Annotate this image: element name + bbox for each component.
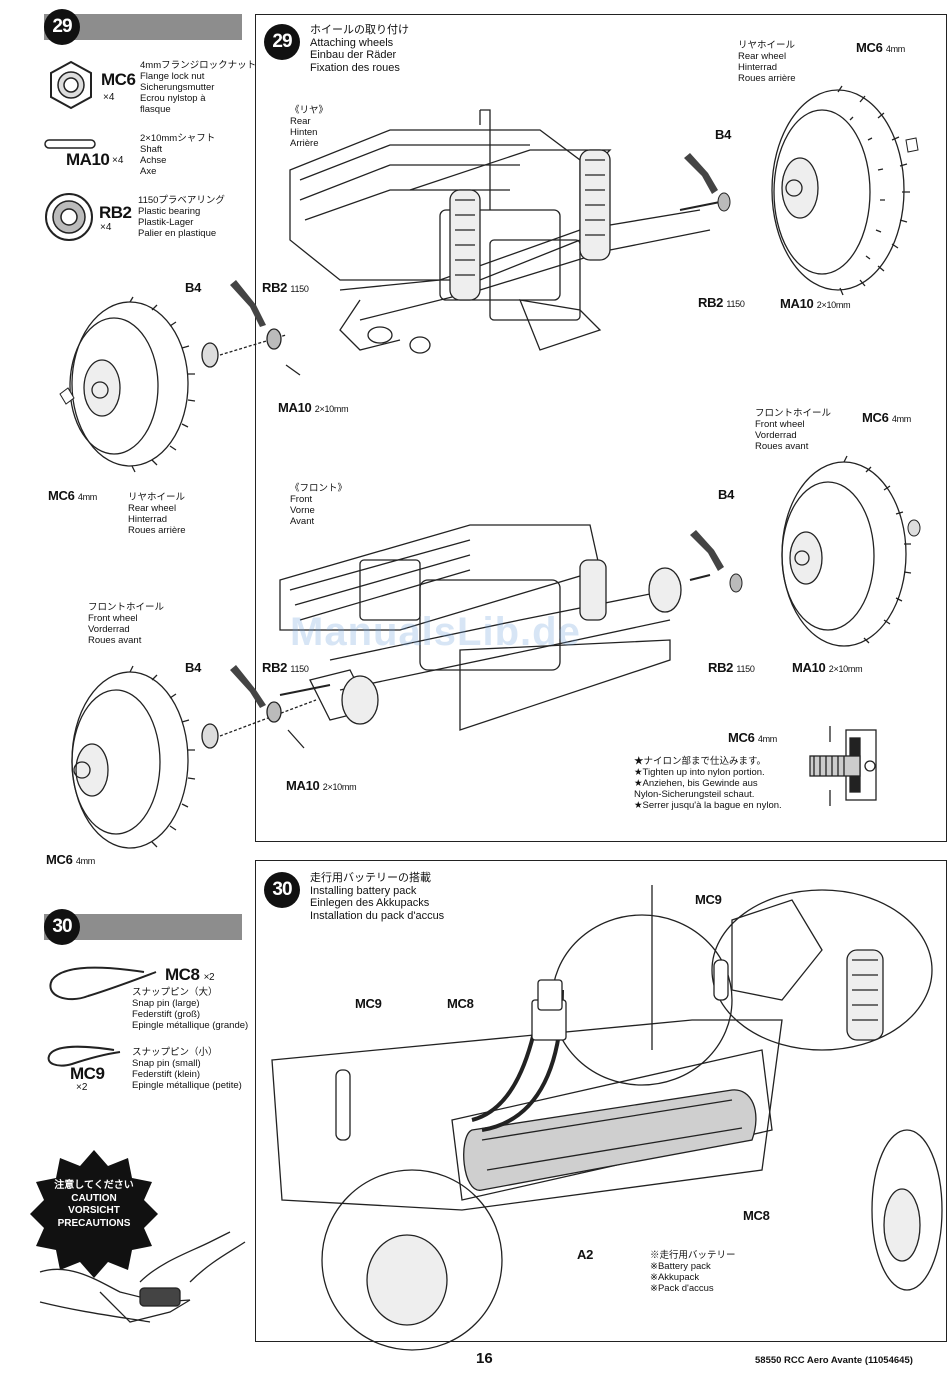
label-a2: A2 bbox=[577, 1247, 594, 1262]
step30-title: 走行用バッテリーの搭載 Installing battery pack Einl… bbox=[310, 872, 445, 922]
rear-section-label: 《リヤ》 Rear Hinten Arrière bbox=[290, 105, 329, 149]
label-mc6-front-left: MC6 4mm bbox=[46, 852, 95, 867]
part-desc-mc6: 4mmフランジロックナット Flange lock nut Sicherungs… bbox=[140, 60, 257, 115]
step29-title: ホイールの取り付け Attaching wheels Einbau der Rä… bbox=[310, 24, 409, 74]
caution-hands-drawing bbox=[39, 1231, 246, 1323]
snap-pin-large-icon bbox=[49, 966, 157, 1001]
step30-parts-number: 30 bbox=[44, 909, 80, 945]
label-ma10-rear-right: MA10 2×10mm bbox=[780, 296, 851, 311]
rear-wheel-left-label: リヤホイール Rear wheel Hinterrad Roues arrièr… bbox=[128, 492, 186, 536]
nylon-tighten-note: ★ナイロン部まで仕込みます。 ★Tighten up into nylon po… bbox=[634, 756, 782, 811]
part-desc-ma10: 2×10mmシャフト Shaft Achse Axe bbox=[140, 133, 216, 177]
footer-model: 58550 RCC Aero Avante (11054645) bbox=[755, 1355, 913, 1366]
label-b4-rear-left: B4 bbox=[185, 280, 202, 295]
part-code-mc8: MC8 ×2 bbox=[165, 965, 215, 984]
snap-pin-small-icon bbox=[47, 1045, 121, 1067]
label-ma10-front-right: MA10 2×10mm bbox=[792, 660, 863, 675]
battery-pack-label: ※走行用バッテリー ※Battery pack ※Akkupack ※Pack … bbox=[650, 1250, 736, 1294]
front-wheel-right-label: フロントホイール Front wheel Vorderrad Roues ava… bbox=[755, 408, 832, 452]
flange-lock-nut-icon bbox=[50, 60, 92, 110]
part-qty-rb2: ×4 bbox=[100, 222, 112, 233]
label-rb2-rear-left: RB2 1150 bbox=[262, 280, 309, 295]
rear-wheel-right-drawing bbox=[771, 85, 919, 296]
label-mc9-rear: MC9 bbox=[695, 892, 722, 907]
nylon-nut-detail-icon bbox=[809, 726, 877, 806]
label-mc6-rear-left: MC6 4mm bbox=[48, 488, 97, 503]
front-left-bearing-shaft bbox=[201, 665, 317, 749]
rear-wheel-left-drawing bbox=[59, 296, 196, 473]
label-b4-rear-right: B4 bbox=[715, 127, 732, 142]
part-code-ma10: MA10 bbox=[66, 150, 110, 169]
label-mc8-rear: MC8 bbox=[743, 1208, 770, 1223]
part-desc-mc9: スナップピン（小） Snap pin (small) Federstift (k… bbox=[132, 1047, 242, 1091]
part-code-mc9: MC9 bbox=[70, 1064, 105, 1083]
label-ma10-front-left: MA10 2×10mm bbox=[286, 778, 357, 793]
part-qty-ma10: ×4 bbox=[112, 155, 124, 166]
rear-left-bearing-shaft bbox=[201, 280, 301, 376]
front-wheel-left-drawing bbox=[71, 665, 196, 849]
label-rb2-rear-right: RB2 1150 bbox=[698, 295, 745, 310]
label-mc6-rear-right: MC6 4mm bbox=[856, 40, 905, 55]
shaft-icon bbox=[44, 139, 96, 149]
page-number: 16 bbox=[476, 1350, 493, 1367]
front-right-driver bbox=[690, 530, 743, 593]
rear-chassis-drawing bbox=[289, 109, 721, 354]
caution-badge-icon bbox=[30, 1150, 158, 1278]
label-b4-front-left: B4 bbox=[185, 660, 202, 675]
front-wheel-right-drawing bbox=[781, 455, 921, 647]
caution-text: 注意してください CAUTION VORSICHT PRECAUTIONS bbox=[54, 1180, 134, 1229]
battery-install-drawing bbox=[271, 885, 943, 1351]
part-qty-mc9: ×2 bbox=[76, 1082, 88, 1093]
step29-parts-number: 29 bbox=[44, 9, 80, 45]
part-code-rb2: RB2 bbox=[99, 203, 132, 222]
rear-right-driver bbox=[684, 153, 731, 212]
part-code-mc6: MC6 bbox=[101, 70, 136, 89]
part-desc-rb2: 1150プラベアリング Plastic bearing Plastik-Lage… bbox=[138, 195, 225, 239]
watermark: ManualsLib.de bbox=[290, 610, 581, 654]
label-mc6-front-right: MC6 4mm bbox=[862, 410, 911, 425]
part-desc-mc8: スナップピン（大） Snap pin (large) Federstift (g… bbox=[132, 987, 249, 1031]
label-mc9-front: MC9 bbox=[355, 996, 382, 1011]
part-qty-mc6: ×4 bbox=[103, 92, 115, 103]
front-wheel-left-label: フロントホイール Front wheel Vorderrad Roues ava… bbox=[88, 602, 165, 646]
label-rb2-front-right: RB2 1150 bbox=[708, 660, 755, 675]
label-rb2-front-left: RB2 1150 bbox=[262, 660, 309, 675]
front-section-label: 《フロント》 Front Vorne Avant bbox=[290, 483, 348, 527]
plastic-bearing-icon bbox=[45, 193, 93, 241]
front-chassis-drawing bbox=[279, 524, 711, 731]
label-ma10-rear-left: MA10 2×10mm bbox=[278, 400, 349, 415]
label-mc8-front: MC8 bbox=[447, 996, 474, 1011]
step30-number: 30 bbox=[264, 872, 300, 908]
rear-wheel-right-label: リヤホイール Rear wheel Hinterrad Roues arrièr… bbox=[738, 40, 796, 84]
label-b4-front-right: B4 bbox=[718, 487, 735, 502]
note-mc6-label: MC6 4mm bbox=[728, 730, 777, 745]
step29-number: 29 bbox=[264, 24, 300, 60]
